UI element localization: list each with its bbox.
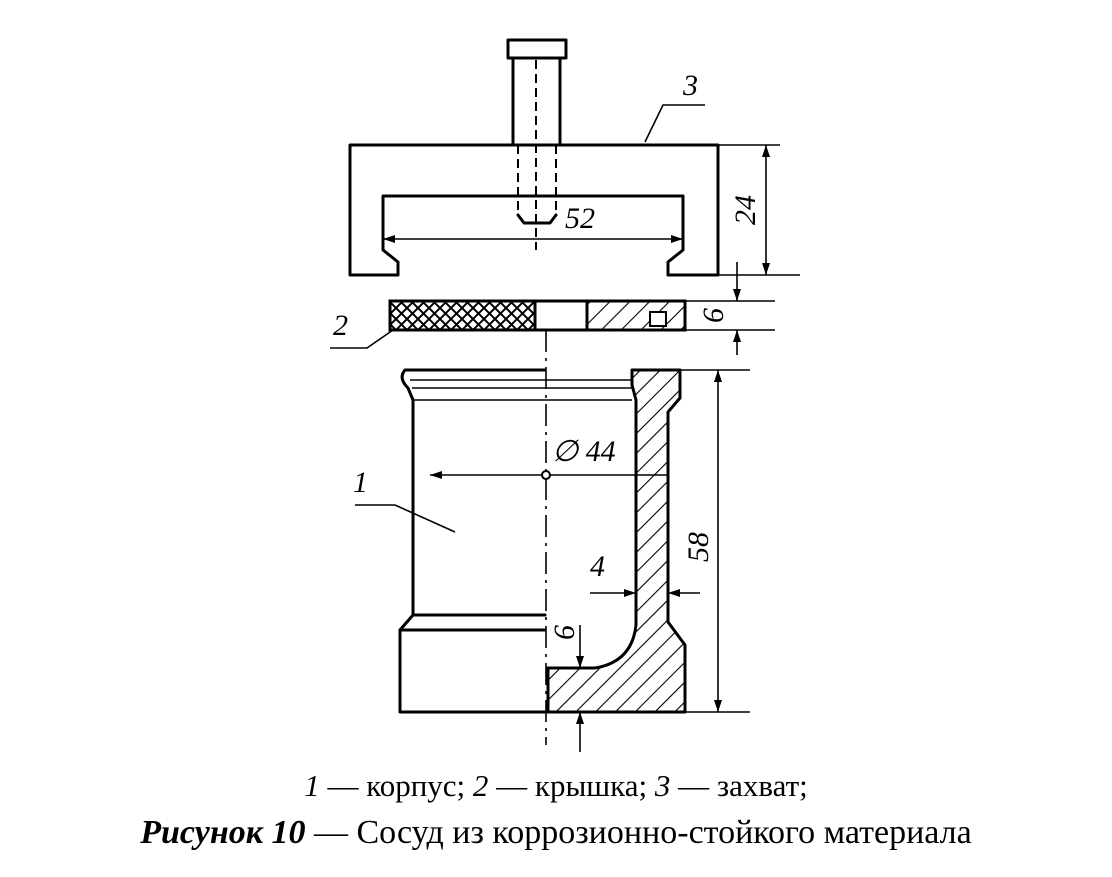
dim-6-lid: 6 bbox=[697, 308, 730, 323]
legend-text-3: — захват; bbox=[670, 768, 808, 803]
figure-number: Рисунок 10 bbox=[140, 814, 306, 851]
figure-legend: 1 — корпус; 2 — крышка; 3 — захват; bbox=[0, 768, 1112, 804]
legend-text-1: — корпус; bbox=[319, 768, 473, 803]
legend-text-2: — крышка; bbox=[488, 768, 655, 803]
legend-num-2: 2 bbox=[472, 768, 489, 803]
dim-6-bottom: 6 bbox=[548, 625, 581, 640]
legend-num-1: 1 bbox=[304, 768, 320, 803]
dimension-lines bbox=[330, 104, 800, 752]
figure-title: — Сосуд из коррозионно-стойкого материал… bbox=[305, 814, 972, 851]
body-part bbox=[398, 368, 687, 714]
label-part-1: 1 bbox=[353, 466, 368, 499]
lid-part bbox=[388, 299, 687, 332]
dim-diameter-44: ∅ 44 bbox=[552, 435, 616, 468]
dim-58: 58 bbox=[682, 532, 715, 562]
dim-4-wall: 4 bbox=[590, 550, 605, 583]
dim-24: 24 bbox=[729, 195, 762, 225]
dim-52: 52 bbox=[565, 202, 595, 235]
figure-caption: Рисунок 10 — Сосуд из коррозионно-стойко… bbox=[0, 814, 1112, 852]
label-part-3: 3 bbox=[682, 69, 698, 102]
legend-num-3: 3 bbox=[654, 768, 671, 803]
label-part-2: 2 bbox=[333, 309, 348, 342]
